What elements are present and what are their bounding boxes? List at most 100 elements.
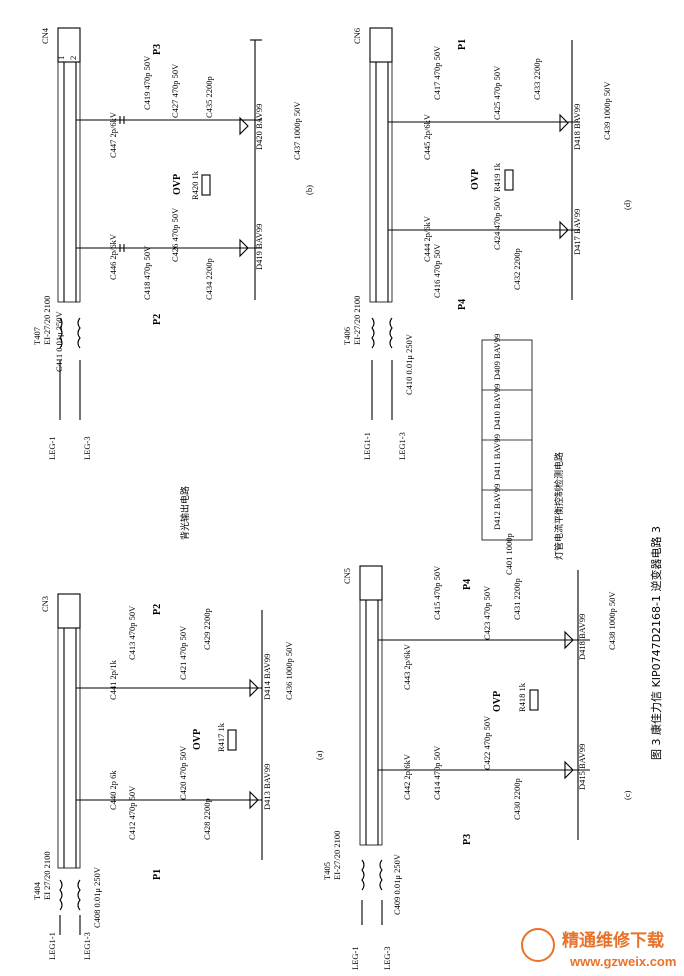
cap-c409: C409 0.01μ 250V [392, 853, 402, 915]
cap-c440: C440 2p 6k [108, 770, 118, 810]
cap-c434: C434 2200p [204, 258, 214, 300]
cap-c443: C443 2p/6kV [402, 643, 412, 690]
resistor-r420 [201, 174, 211, 196]
diode-d414-icon [249, 678, 259, 698]
cap-c435: C435 2200p [204, 76, 214, 118]
cap-c427: C427 470p 50V [170, 63, 180, 118]
diode-d420-label: D420 BAV99 [254, 104, 264, 150]
panel-a-circuit: CN3 T404 EI 27/20 2100 C440 2p 6k C441 2… [32, 593, 324, 960]
resistor-r420-label: R420 1k [190, 170, 200, 200]
transformer-t406 [371, 317, 375, 349]
cap-c421: C421 470p 50V [178, 625, 188, 680]
diode-d419-label: D419 BAV99 [254, 224, 264, 270]
cap-c408: C408 0.01μ 250V [92, 866, 102, 928]
transformer-t406-label: T406 [342, 327, 352, 345]
input-leg-1-b: LEG-1 [47, 436, 57, 460]
diode-d412-label: D412 BAV99 [492, 484, 502, 530]
diode-d415-icon [564, 760, 574, 780]
pin-1-label: 1 [56, 56, 66, 60]
resistor-r417 [227, 729, 237, 751]
cap-c401: C401 1000p [504, 533, 514, 575]
point-p3-c: P3 [462, 834, 473, 845]
panel-d-tag: (d) [622, 200, 632, 210]
cap-c422: C422 470p 50V [482, 715, 492, 770]
watermark-logo: 精通维修下载 www.gzweix.com [521, 928, 676, 969]
connector-cn5-label: CN5 [342, 568, 352, 584]
cap-c412: C412 470p 50V [127, 785, 137, 840]
cap-c415: C415 470p 50V [432, 565, 442, 620]
diode-d415-label: D415 BAV99 [577, 744, 587, 790]
connector-cn4-label: CN4 [40, 27, 50, 44]
point-p1-a: P1 [152, 869, 163, 880]
cap-c437: C437 1000p 50V [292, 101, 302, 160]
resistor-r418 [529, 689, 539, 711]
panel-b-tag: (b) [304, 185, 314, 195]
coax-cable-c [359, 599, 383, 846]
transformer-t404 [59, 879, 63, 911]
panel-c-tag: (c) [622, 790, 632, 800]
diode-d414-label: D414 BAV99 [262, 654, 272, 700]
cap-c428: C428 2200p [202, 798, 212, 840]
point-p3: P3 [152, 44, 163, 55]
transformer-t404-label: T404 [32, 881, 42, 900]
panel-c-circuit: CN5 T405 EI-27/20 2100 C442 2p/6kV C443 … [322, 565, 632, 970]
cap-c429: C429 2200p [202, 608, 212, 650]
cap-c420: C420 470p 50V [178, 745, 188, 800]
cap-c430: C430 2200p [512, 778, 522, 820]
transformer-t405-type: EI-27/20 2100 [332, 831, 342, 880]
diode-d410-label: D410 BAV99 [492, 384, 502, 430]
diode-d416-icon [564, 630, 574, 650]
diode-d409-label: D409 BAV99 [492, 334, 502, 380]
diode-d418-label: D418 BAV99 [572, 104, 582, 150]
resistor-r418-label: R418 1k [517, 682, 527, 712]
cap-c425: C425 470p 50V [492, 65, 502, 120]
connector-cn5 [359, 565, 383, 601]
transformer-t405-label: T405 [322, 862, 332, 880]
watermark-url: www.gzweix.com [569, 954, 676, 969]
panel-b-caption: 背光输出电路 [179, 486, 191, 540]
cap-c439: C439 1000p 50V [602, 81, 612, 140]
cap-c447: C447 2p/6kV [108, 111, 118, 158]
point-p1: P1 [457, 39, 468, 50]
cap-c411: C411 0.01μ 250V [54, 310, 64, 372]
diode-d420-icon [239, 116, 249, 136]
cap-c441: C441 2p/1k [108, 659, 118, 700]
panel-b-circuit: CN4 1 2 T407 EI-27/20 2100 C446 2p/6kV C… [32, 27, 314, 540]
cap-c413: C413 470p 50V [127, 605, 137, 660]
diode-d417-icon [559, 220, 569, 240]
cap-c445: C445 2p/6kV [422, 113, 432, 160]
transformer-t406-type: EI-27/20 2100 [352, 296, 362, 345]
point-p2: P2 [152, 314, 163, 325]
point-p4-c: P4 [462, 579, 473, 590]
coax-cable-a [57, 627, 81, 869]
diode-d413-icon [249, 790, 259, 810]
ovp-label-a: OVP [192, 729, 203, 750]
watermark-title: 精通维修下载 [562, 930, 664, 951]
transformer-t407-type: EI-27/20 2100 [42, 296, 52, 345]
resistor-r419 [504, 169, 514, 191]
connector-cn3-label: CN3 [40, 596, 50, 612]
connector-cn6 [369, 27, 393, 63]
cap-c438: C438 1000p 50V [607, 591, 617, 650]
balance-circuit-caption: 灯管电流平衡控制检测电路 [553, 452, 565, 560]
point-p2-a: P2 [152, 604, 163, 615]
cap-c432: C432 2200p [512, 248, 522, 290]
cap-c417: C417 470p 50V [432, 45, 442, 100]
cap-c418: C418 470p 50V [142, 245, 152, 300]
cap-c436: C436 1000p 50V [284, 641, 294, 700]
ovp-label-d: OVP [470, 169, 481, 190]
diode-d419-icon [239, 238, 249, 258]
cap-c410: C410 0.01μ 250V [404, 333, 414, 395]
cap-c424: C424 470p 50V [492, 195, 502, 250]
diode-d411-label: D411 BAV99 [492, 434, 502, 480]
transformer-t404-type: EI 27/20 2100 [42, 851, 52, 900]
diode-d416-label: D418 BAV99 [577, 614, 587, 660]
point-p4: P4 [457, 299, 468, 310]
ovp-label-c: OVP [492, 691, 503, 712]
cap-c419: C419 470p 50V [142, 55, 152, 110]
input-leg-1-a: LEG1-1 [47, 932, 57, 960]
cap-c444: C444 2p/6kV [422, 215, 432, 262]
cap-c426: C426 470p 50V [170, 207, 180, 262]
diode-d418-icon [559, 113, 569, 133]
